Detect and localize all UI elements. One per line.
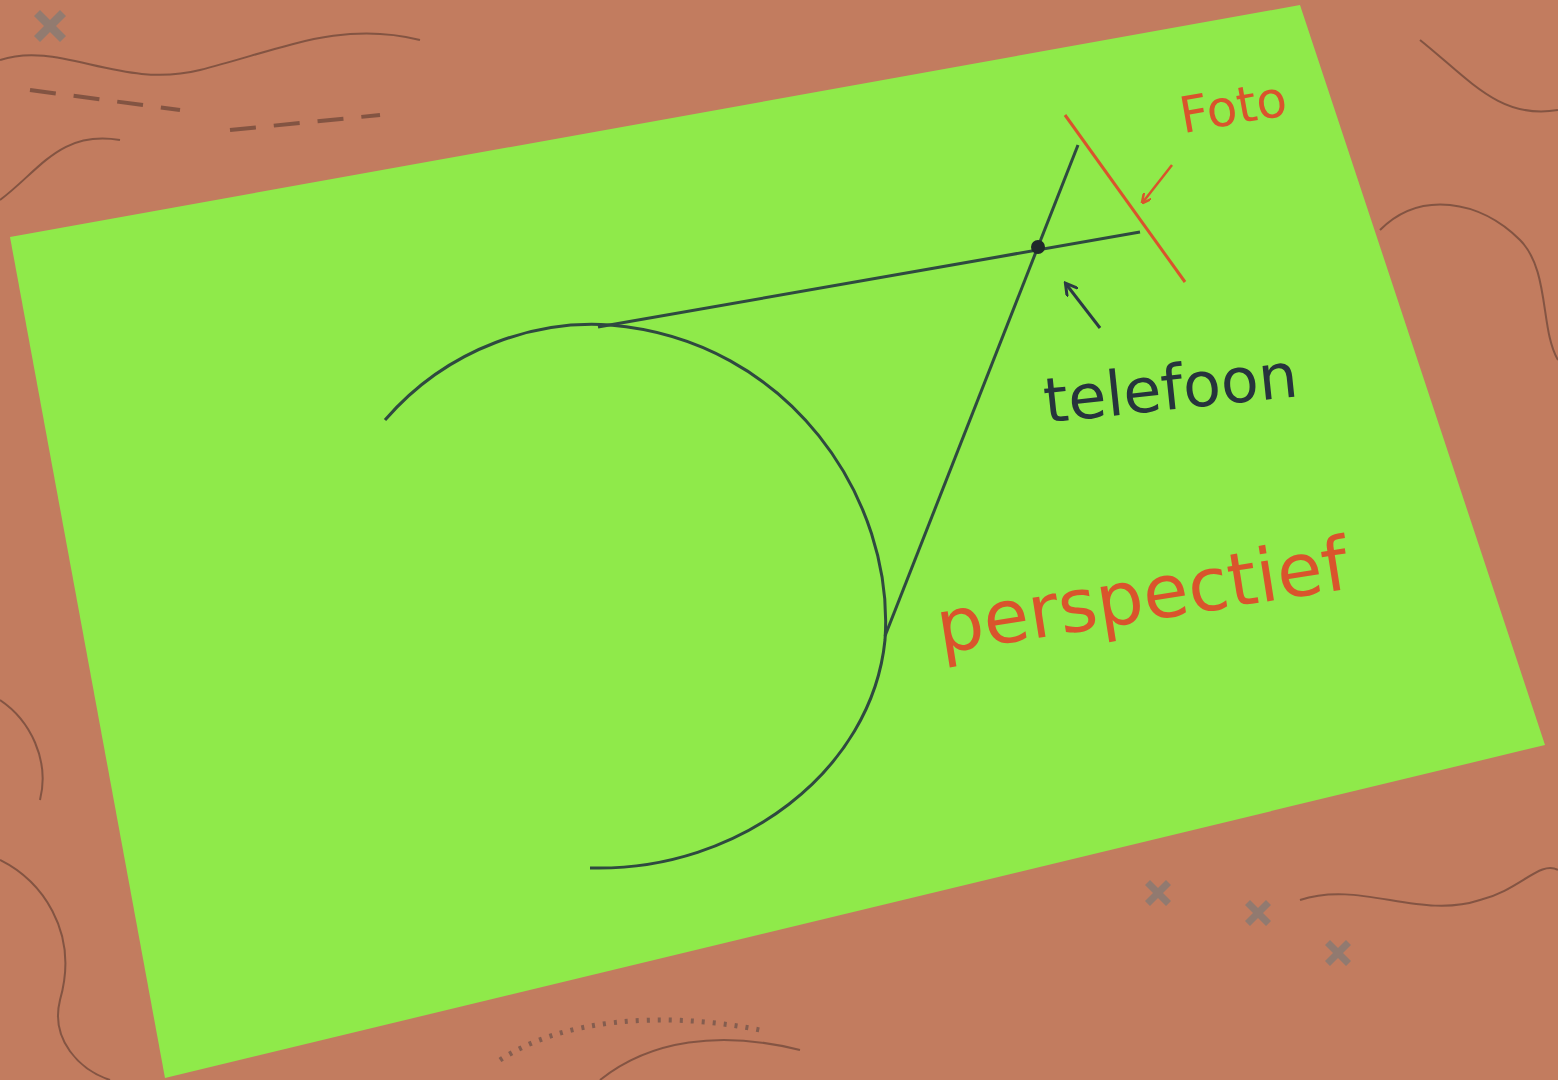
sight-line: [598, 232, 1140, 327]
earth-arc: [385, 324, 886, 868]
phone-dot: [1031, 240, 1045, 254]
leader-arrow: [1143, 165, 1172, 202]
leader-arrow: [1066, 284, 1100, 328]
photo-plane: [1065, 115, 1185, 282]
sticky-card: [10, 5, 1545, 1078]
